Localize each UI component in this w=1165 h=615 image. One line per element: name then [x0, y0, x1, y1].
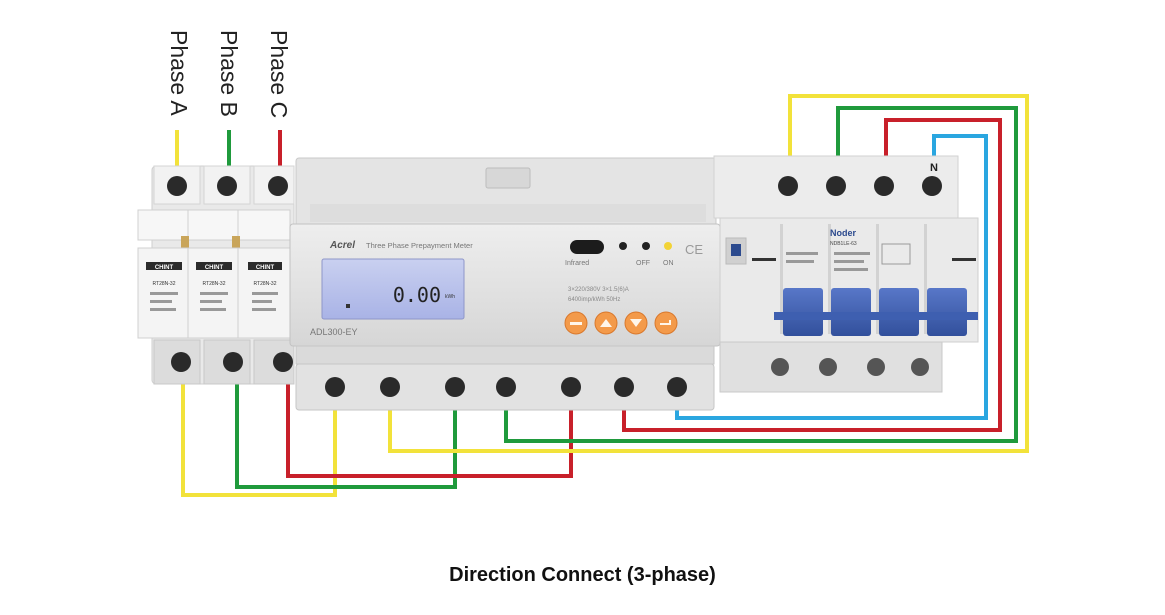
fuse-brand-label: CHINT [205, 265, 224, 271]
phase-a-wire-to-breaker [388, 94, 1029, 453]
breaker-handles [774, 288, 978, 336]
fuse-top-terminal-b [217, 176, 237, 196]
fuse-holder: CHINT RT28N-32 CHINT RT28N-32 CHINT RT28… [137, 165, 295, 385]
meter-model-label: ADL300-EY [310, 327, 358, 337]
fuse-top-terminal-c [268, 176, 288, 196]
meter-buttons [564, 311, 678, 335]
phase-b-label: Phase B [216, 30, 242, 117]
phase-c-label: Phase C [266, 30, 292, 118]
fuse-bottom-terminal-b [223, 352, 243, 372]
meter-lcd-display [321, 258, 465, 320]
breaker-model-label: NDB1LE-63 [830, 241, 857, 247]
meter-terminals [325, 377, 687, 397]
on-label: ON [663, 260, 674, 267]
breaker-bottom-terminal-3 [867, 358, 885, 376]
fuse-bottom-terminal-c [273, 352, 293, 372]
breaker-bottom-terminal-4 [911, 358, 929, 376]
phase-b-wire-to-breaker [504, 106, 1018, 443]
neutral-label: N [930, 162, 938, 174]
fuse-top-terminal-a [167, 176, 187, 196]
breaker-top-terminal-n [922, 176, 942, 196]
meter-terminal-2 [380, 377, 400, 397]
breaker-top-terminal-2 [826, 176, 846, 196]
breaker-bottom-terminal-2 [819, 358, 837, 376]
fuse-model-label: RT28N-32 [203, 281, 226, 287]
circuit-breaker: N Noder NDB1LE-63 [713, 155, 979, 393]
breaker-bottom-terminal-1 [771, 358, 789, 376]
meter-title-label: Three Phase Prepayment Meter [366, 241, 473, 250]
meter-brand-label: Acrel [329, 240, 355, 251]
meter-reading-unit: kWh [445, 294, 455, 300]
meter-terminal-1 [325, 377, 345, 397]
infrared-port [570, 240, 604, 254]
meter-spec-line-1: 3×220/380V 3×1.5(6)A [568, 287, 629, 293]
meter-terminal-7 [667, 377, 687, 397]
led-indicator-off [642, 242, 650, 250]
infrared-label: Infrared [565, 260, 589, 267]
meter-terminal-6 [614, 377, 634, 397]
ce-mark: CE [685, 242, 703, 257]
fuse-model-label: RT28N-32 [153, 281, 176, 287]
wires [175, 94, 1029, 497]
fuse-carrier-a: CHINT RT28N-32 [146, 262, 182, 311]
off-label: OFF [636, 260, 650, 267]
energy-meter: Acrel Three Phase Prepayment Meter 0.00 … [289, 157, 721, 411]
fuse-carrier-c: CHINT RT28N-32 [248, 262, 282, 311]
neutral-wire-to-breaker [675, 134, 988, 420]
meter-terminal-3 [445, 377, 465, 397]
fuse-brand-label: CHINT [155, 265, 174, 271]
breaker-top-terminal-1 [778, 176, 798, 196]
meter-terminal-4 [496, 377, 516, 397]
phase-a-label: Phase A [166, 30, 192, 116]
breaker-top-terminal-3 [874, 176, 894, 196]
diagram-caption: Direction Connect (3-phase) [449, 564, 716, 586]
led-indicator-on [664, 242, 672, 250]
fuse-carrier-b: CHINT RT28N-32 [196, 262, 232, 311]
fuse-brand-label: CHINT [256, 265, 275, 271]
phase-b-wire-to-meter [235, 384, 457, 489]
meter-reading-value: 0.00 [393, 283, 441, 307]
phase-c-wire-to-breaker [622, 118, 1002, 432]
phase-a-wire-to-meter [181, 384, 337, 497]
fuse-bottom-terminal-a [171, 352, 191, 372]
breaker-brand-label: Noder [830, 228, 857, 238]
led-indicator-1 [619, 242, 627, 250]
fuse-model-label: RT28N-32 [254, 281, 277, 287]
meter-spec-line-2: 6400imp/kWh 50Hz [568, 297, 620, 303]
meter-terminal-5 [561, 377, 581, 397]
